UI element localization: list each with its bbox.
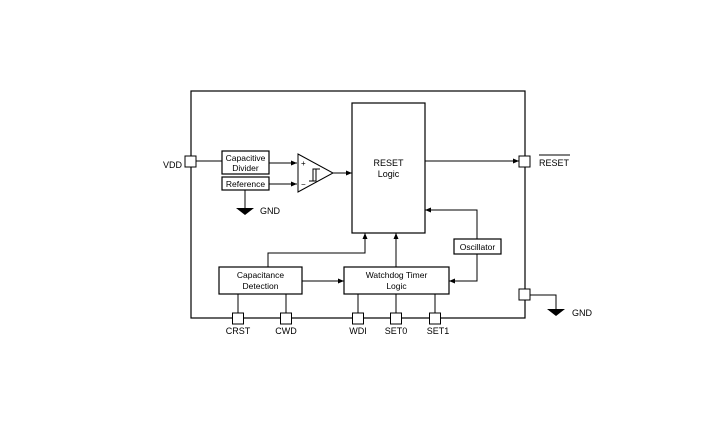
capdet-to-reset-wire xyxy=(267,233,366,267)
cwd-label: CWD xyxy=(275,326,297,336)
wdi-pin xyxy=(352,312,364,325)
capacitance-detection-label-2: Detection xyxy=(243,281,279,291)
gnd-wire xyxy=(530,294,557,309)
crst-label: CRST xyxy=(226,326,251,336)
external-gnd-label: GND xyxy=(572,308,593,318)
internal-gnd-label: GND xyxy=(260,206,281,216)
comparator-arrow xyxy=(346,170,352,176)
watchdog-to-reset-arrow xyxy=(393,233,399,239)
reset-output-arrow xyxy=(513,158,519,164)
hysteresis-icon xyxy=(309,168,320,182)
reset-pin-label: RESET xyxy=(539,158,570,168)
set1-pin xyxy=(429,312,441,325)
external-gnd-symbol xyxy=(547,309,565,316)
comparator-minus: − xyxy=(301,180,306,189)
vdd-label: VDD xyxy=(163,160,183,170)
wdi-label: WDI xyxy=(349,326,367,336)
reset-logic-label-2: Logic xyxy=(378,169,400,179)
capdet-to-watchdog-arrow xyxy=(338,278,344,284)
watchdog-label-1: Watchdog Timer xyxy=(366,270,428,280)
capdet-to-reset-arrow xyxy=(362,233,368,239)
oscillator-label: Oscillator xyxy=(460,242,496,252)
internal-gnd-symbol xyxy=(236,208,254,215)
crst-pin xyxy=(232,312,244,325)
gnd-pin xyxy=(518,288,531,301)
oscillator-to-reset-wire xyxy=(425,209,478,239)
reset-logic-block xyxy=(351,102,426,234)
reset-pin xyxy=(518,155,531,168)
capacitance-detection-label-1: Capacitance xyxy=(237,270,285,280)
reference-label: Reference xyxy=(226,179,265,189)
set0-label: SET0 xyxy=(385,326,408,336)
comparator-plus: + xyxy=(301,159,306,168)
oscillator-to-watchdog-wire xyxy=(449,254,478,282)
capacitive-divider-label-1: Capacitive xyxy=(226,153,266,163)
vdd-pin xyxy=(184,155,197,168)
divider-arrow xyxy=(291,160,297,166)
set1-label: SET1 xyxy=(427,326,450,336)
reference-arrow xyxy=(291,181,297,187)
cwd-pin xyxy=(280,312,292,325)
oscillator-to-reset-arrow xyxy=(425,207,431,213)
watchdog-label-2: Logic xyxy=(386,281,407,291)
capacitive-divider-label-2: Divider xyxy=(232,163,259,173)
oscillator-to-watchdog-arrow xyxy=(449,278,455,284)
reset-logic-label-1: RESET xyxy=(373,158,404,168)
set0-pin xyxy=(390,312,402,325)
